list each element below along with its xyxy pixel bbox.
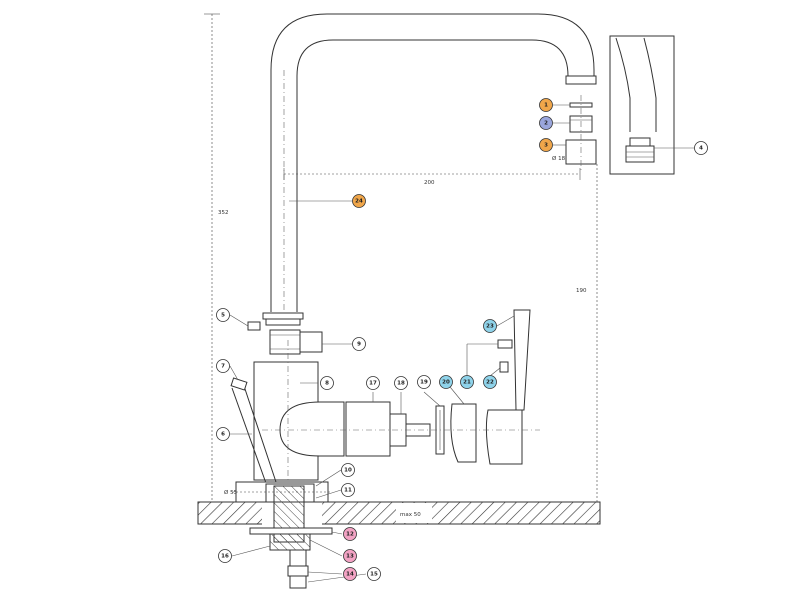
callout-label: 3 [544, 143, 548, 149]
callout-circle [343, 527, 357, 541]
callout-14: 14 [343, 567, 357, 581]
countertop: max 50 [197, 501, 601, 525]
callout-circle [394, 376, 408, 390]
callout-21: 21 [460, 375, 474, 389]
callout-label: 5 [221, 313, 225, 319]
spout [270, 13, 597, 316]
callout-label: 9 [357, 342, 361, 348]
callout-label: 16 [221, 554, 229, 560]
callout-circle [343, 549, 357, 563]
callout-22: 22 [483, 375, 497, 389]
hose [230, 377, 283, 501]
callout-circle [218, 549, 232, 563]
callout-6: 6 [216, 427, 230, 441]
callout-1: 1 [539, 98, 553, 112]
callout-circle [539, 138, 553, 152]
callout-label: 19 [420, 380, 428, 386]
callout-label: 13 [346, 554, 354, 560]
callout-label: 18 [397, 381, 405, 387]
callout-9: 9 [352, 337, 366, 351]
countertop-note: max 50 [400, 512, 421, 518]
swivel-neck [247, 312, 323, 355]
dim-height-total: 352 [218, 210, 229, 216]
callout-circle [367, 567, 381, 581]
callout-13: 13 [343, 549, 357, 563]
callout-circle [439, 375, 453, 389]
callout-24: 24 [352, 194, 366, 208]
callout-11: 11 [341, 483, 355, 497]
callout-circle [483, 375, 497, 389]
callout-label: 1 [544, 103, 548, 109]
callout-5: 5 [216, 308, 230, 322]
callout-19: 19 [417, 375, 431, 389]
callout-18: 18 [394, 376, 408, 390]
callout-2: 2 [539, 116, 553, 130]
callout-circle [417, 375, 431, 389]
callout-label: 21 [463, 380, 471, 386]
callout-17: 17 [366, 376, 380, 390]
faucet-body [253, 309, 540, 500]
callout-label: 14 [346, 572, 354, 578]
dim-outlet-dia: Ø 18 [552, 155, 566, 162]
callout-12: 12 [343, 527, 357, 541]
callout-circle [343, 567, 357, 581]
dim-base-dia: Ø 55 [224, 489, 238, 496]
callout-circle [460, 375, 474, 389]
callout-label: 15 [370, 572, 378, 578]
callout-3: 3 [539, 138, 553, 152]
callout-circle [539, 98, 553, 112]
callout-label: 2 [544, 121, 548, 127]
callout-label: 22 [486, 380, 494, 386]
callout-circle [483, 319, 497, 333]
callout-10: 10 [341, 463, 355, 477]
callout-label: 4 [699, 146, 703, 152]
callout-circle [352, 194, 366, 208]
callout-20: 20 [439, 375, 453, 389]
callout-label: 12 [346, 532, 354, 538]
callout-label: 8 [325, 381, 329, 387]
callout-4: 4 [694, 141, 708, 155]
callout-circle [539, 116, 553, 130]
detail-inset [609, 35, 675, 175]
dim-spout-height: 190 [576, 288, 587, 294]
callout-circle [216, 308, 230, 322]
callout-label: 6 [221, 432, 225, 438]
callout-circle [216, 427, 230, 441]
callout-label: 24 [355, 199, 363, 205]
dimension-lines: 352 200 190 Ø 18 Ø 55 [204, 13, 598, 502]
callout-circle [352, 337, 366, 351]
aerator-parts [565, 95, 597, 170]
callout-7: 7 [216, 359, 230, 373]
callout-circle [216, 359, 230, 373]
callout-circle [366, 376, 380, 390]
callout-15: 15 [367, 567, 381, 581]
callout-label: 23 [486, 324, 494, 330]
callout-16: 16 [218, 549, 232, 563]
callout-circle [341, 463, 355, 477]
callout-23: 23 [483, 319, 497, 333]
callout-label: 11 [344, 488, 352, 494]
callout-circle [341, 483, 355, 497]
callout-label: 20 [442, 380, 450, 386]
callout-label: 10 [344, 468, 352, 474]
callout-8: 8 [320, 376, 334, 390]
callout-circle [320, 376, 334, 390]
callout-label: 17 [369, 381, 377, 387]
dim-reach: 200 [424, 180, 435, 186]
mounting-base [235, 481, 333, 589]
callout-circle [694, 141, 708, 155]
callout-label: 7 [221, 364, 225, 370]
